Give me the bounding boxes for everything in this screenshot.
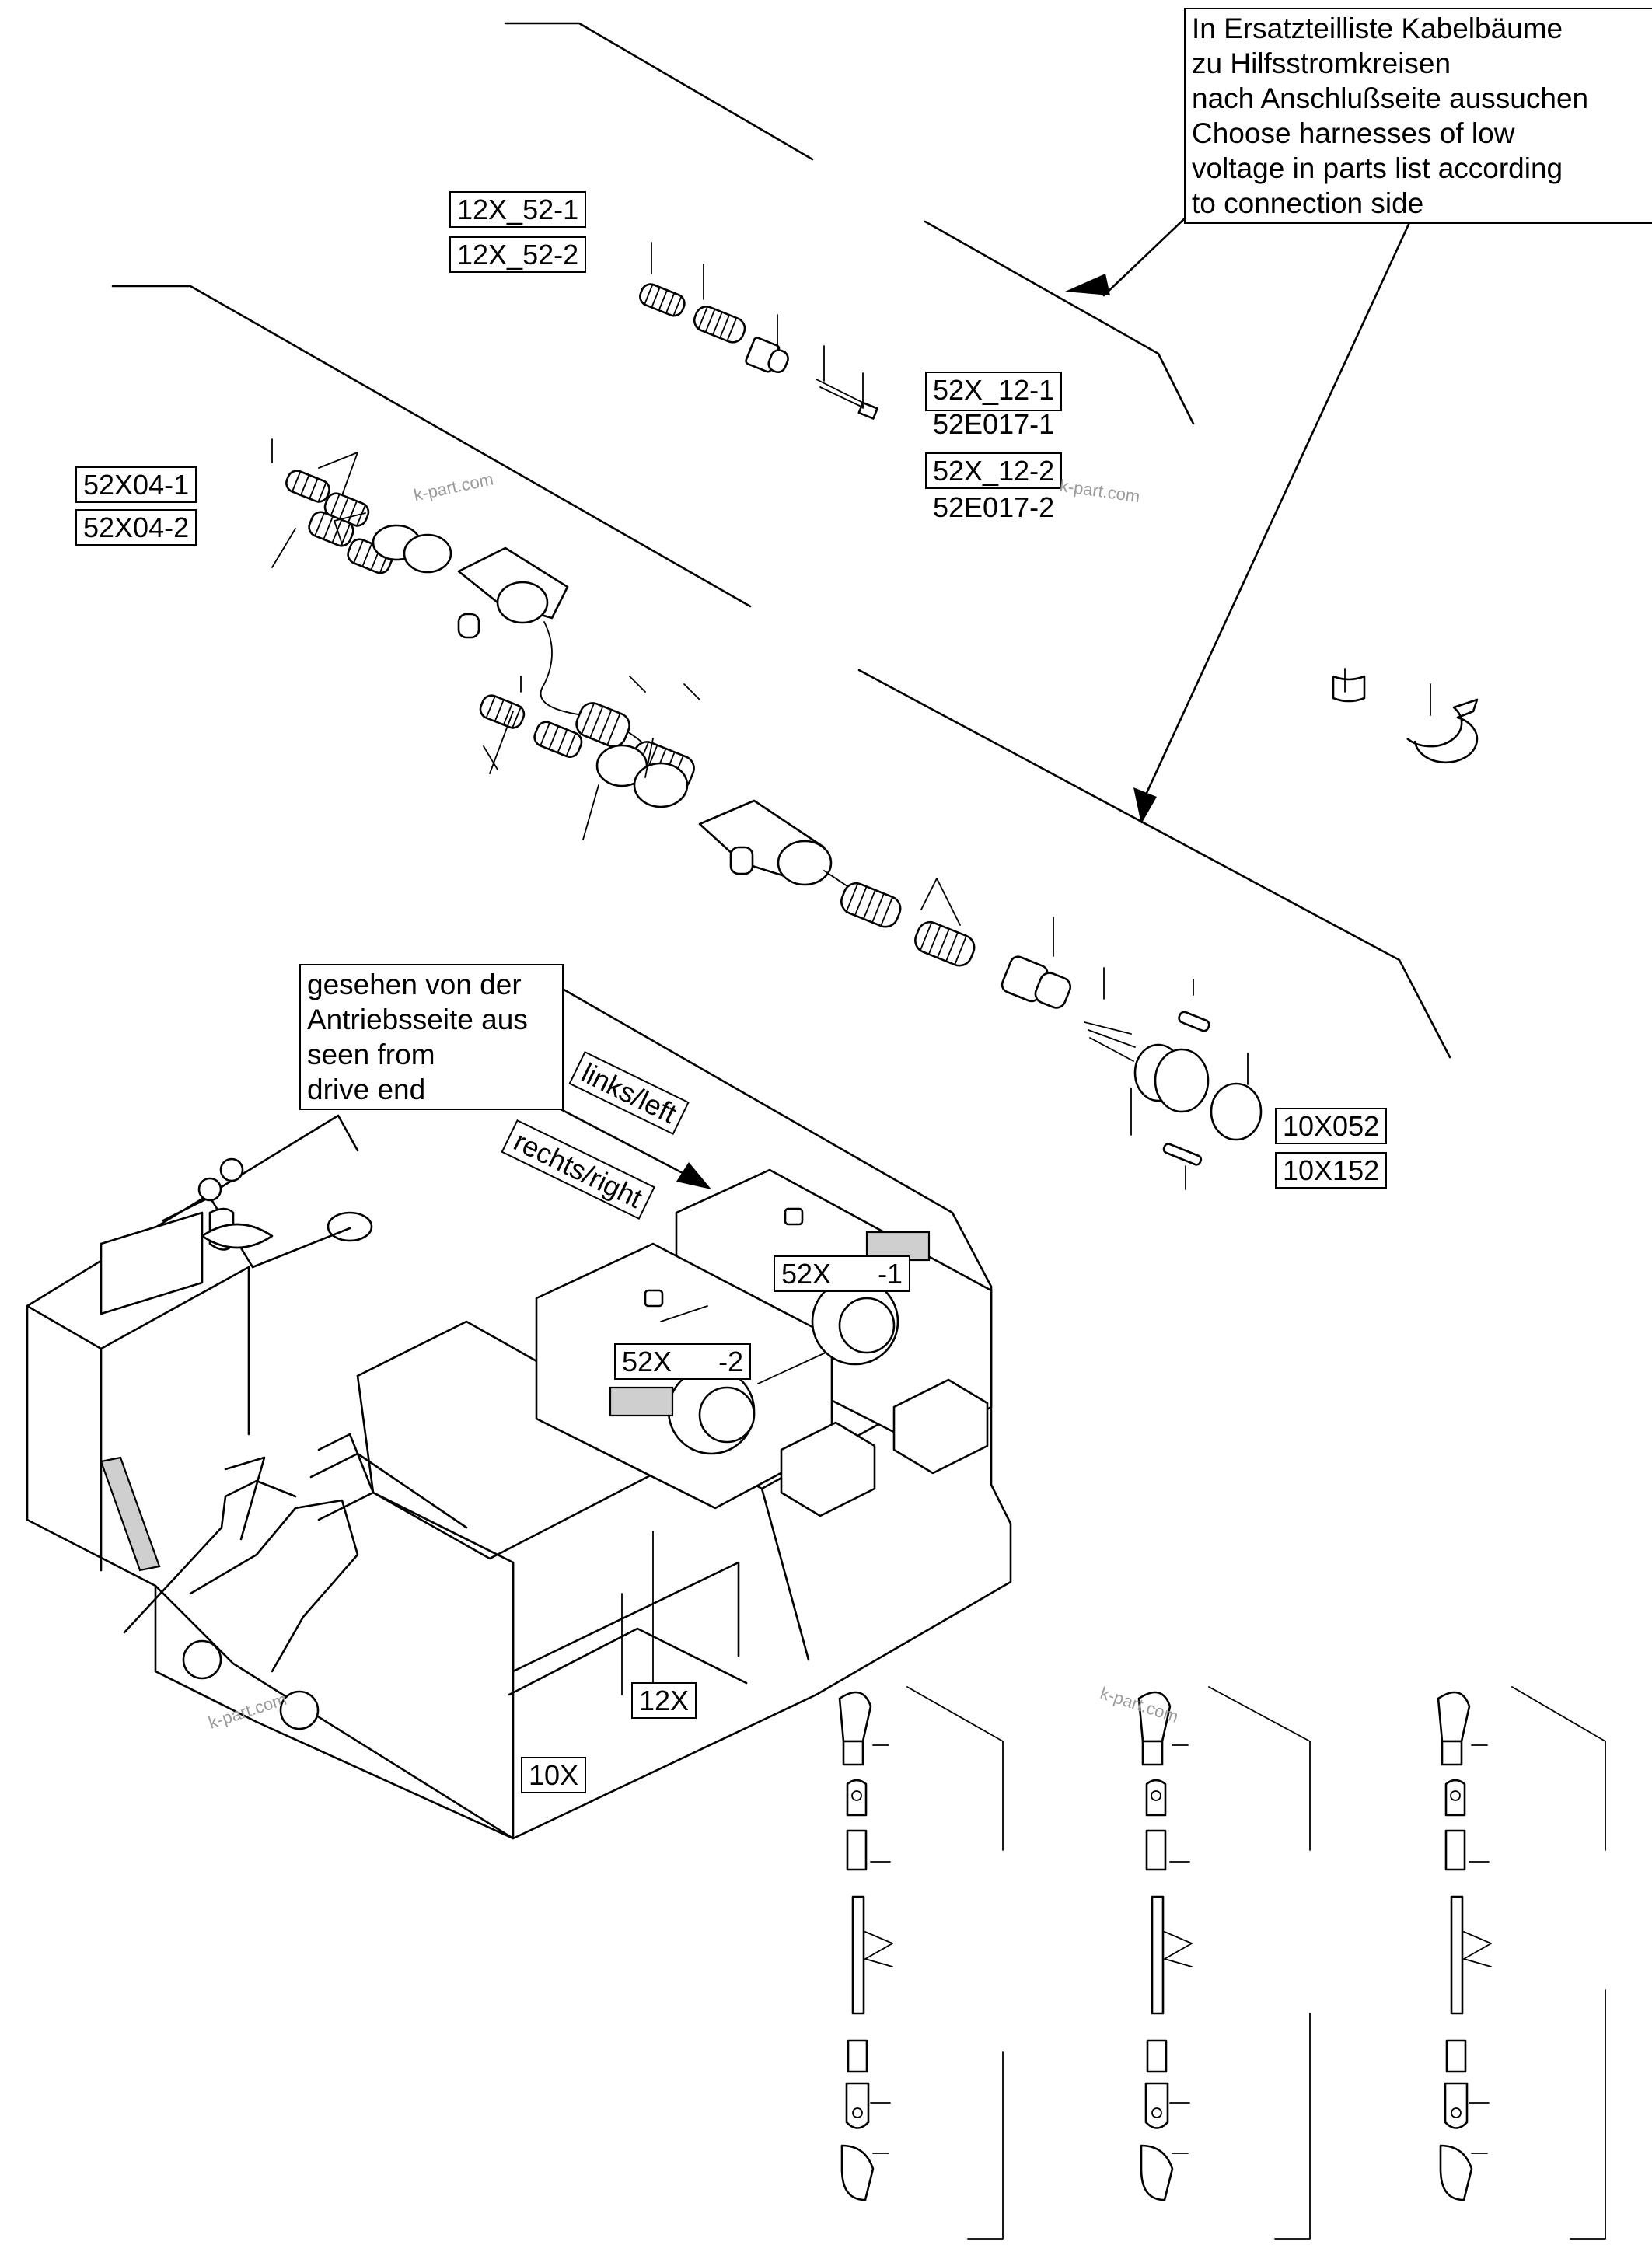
label-52x04-1: 52X04-1	[75, 466, 197, 503]
note-line: Choose harnesses of low	[1192, 117, 1515, 149]
note-line: nach Anschlußseite aussuchen	[1192, 82, 1589, 114]
label-52x-2: 52X -2	[614, 1343, 752, 1380]
cable-tie-and-tape	[1332, 668, 1479, 764]
section-lines	[111, 22, 1451, 1059]
label-10x: 10X	[521, 1757, 587, 1793]
note-line: gesehen von der	[307, 969, 522, 1000]
note-line: In Ersatzteilliste Kabelbäume	[1192, 12, 1563, 44]
label-12x-52-2: 12X_52-2	[449, 236, 587, 273]
label-10x052: 10X052	[1275, 1108, 1388, 1144]
note-line: to connection side	[1192, 187, 1424, 219]
label-52e017-2: 52E017-2	[933, 491, 1055, 523]
label-12x: 12X	[631, 1682, 697, 1719]
label-52x-1: 52X -1	[774, 1255, 911, 1292]
note-line: zu Hilfsstromkreisen	[1192, 47, 1451, 79]
label-52e017-1: 52E017-1	[933, 408, 1055, 440]
cable-lug-assemblies	[838, 1686, 1606, 2240]
parts-list-note: In Ersatzteilliste Kabelbäume zu Hilfsst…	[1184, 8, 1652, 224]
frame-leaders	[621, 1531, 654, 1695]
top-connector-parts	[639, 242, 878, 420]
note-arrows	[549, 216, 1413, 1189]
label-10x152: 10X152	[1275, 1152, 1388, 1189]
main-harness-parts	[271, 438, 1263, 1190]
view-direction-note: gesehen von der Antriebsseite aus seen f…	[299, 964, 564, 1110]
label-12x-52-1: 12X_52-1	[449, 191, 587, 228]
note-line: Antriebsseite aus	[307, 1004, 528, 1035]
note-line: voltage in parts list according	[1192, 152, 1563, 184]
note-line: drive end	[307, 1074, 426, 1105]
label-52x-12-1: 52X_12-1	[925, 372, 1063, 411]
label-52x04-2: 52X04-2	[75, 509, 197, 546]
label-52x-12-2: 52X_12-2	[925, 452, 1063, 489]
note-line: seen from	[307, 1039, 435, 1070]
